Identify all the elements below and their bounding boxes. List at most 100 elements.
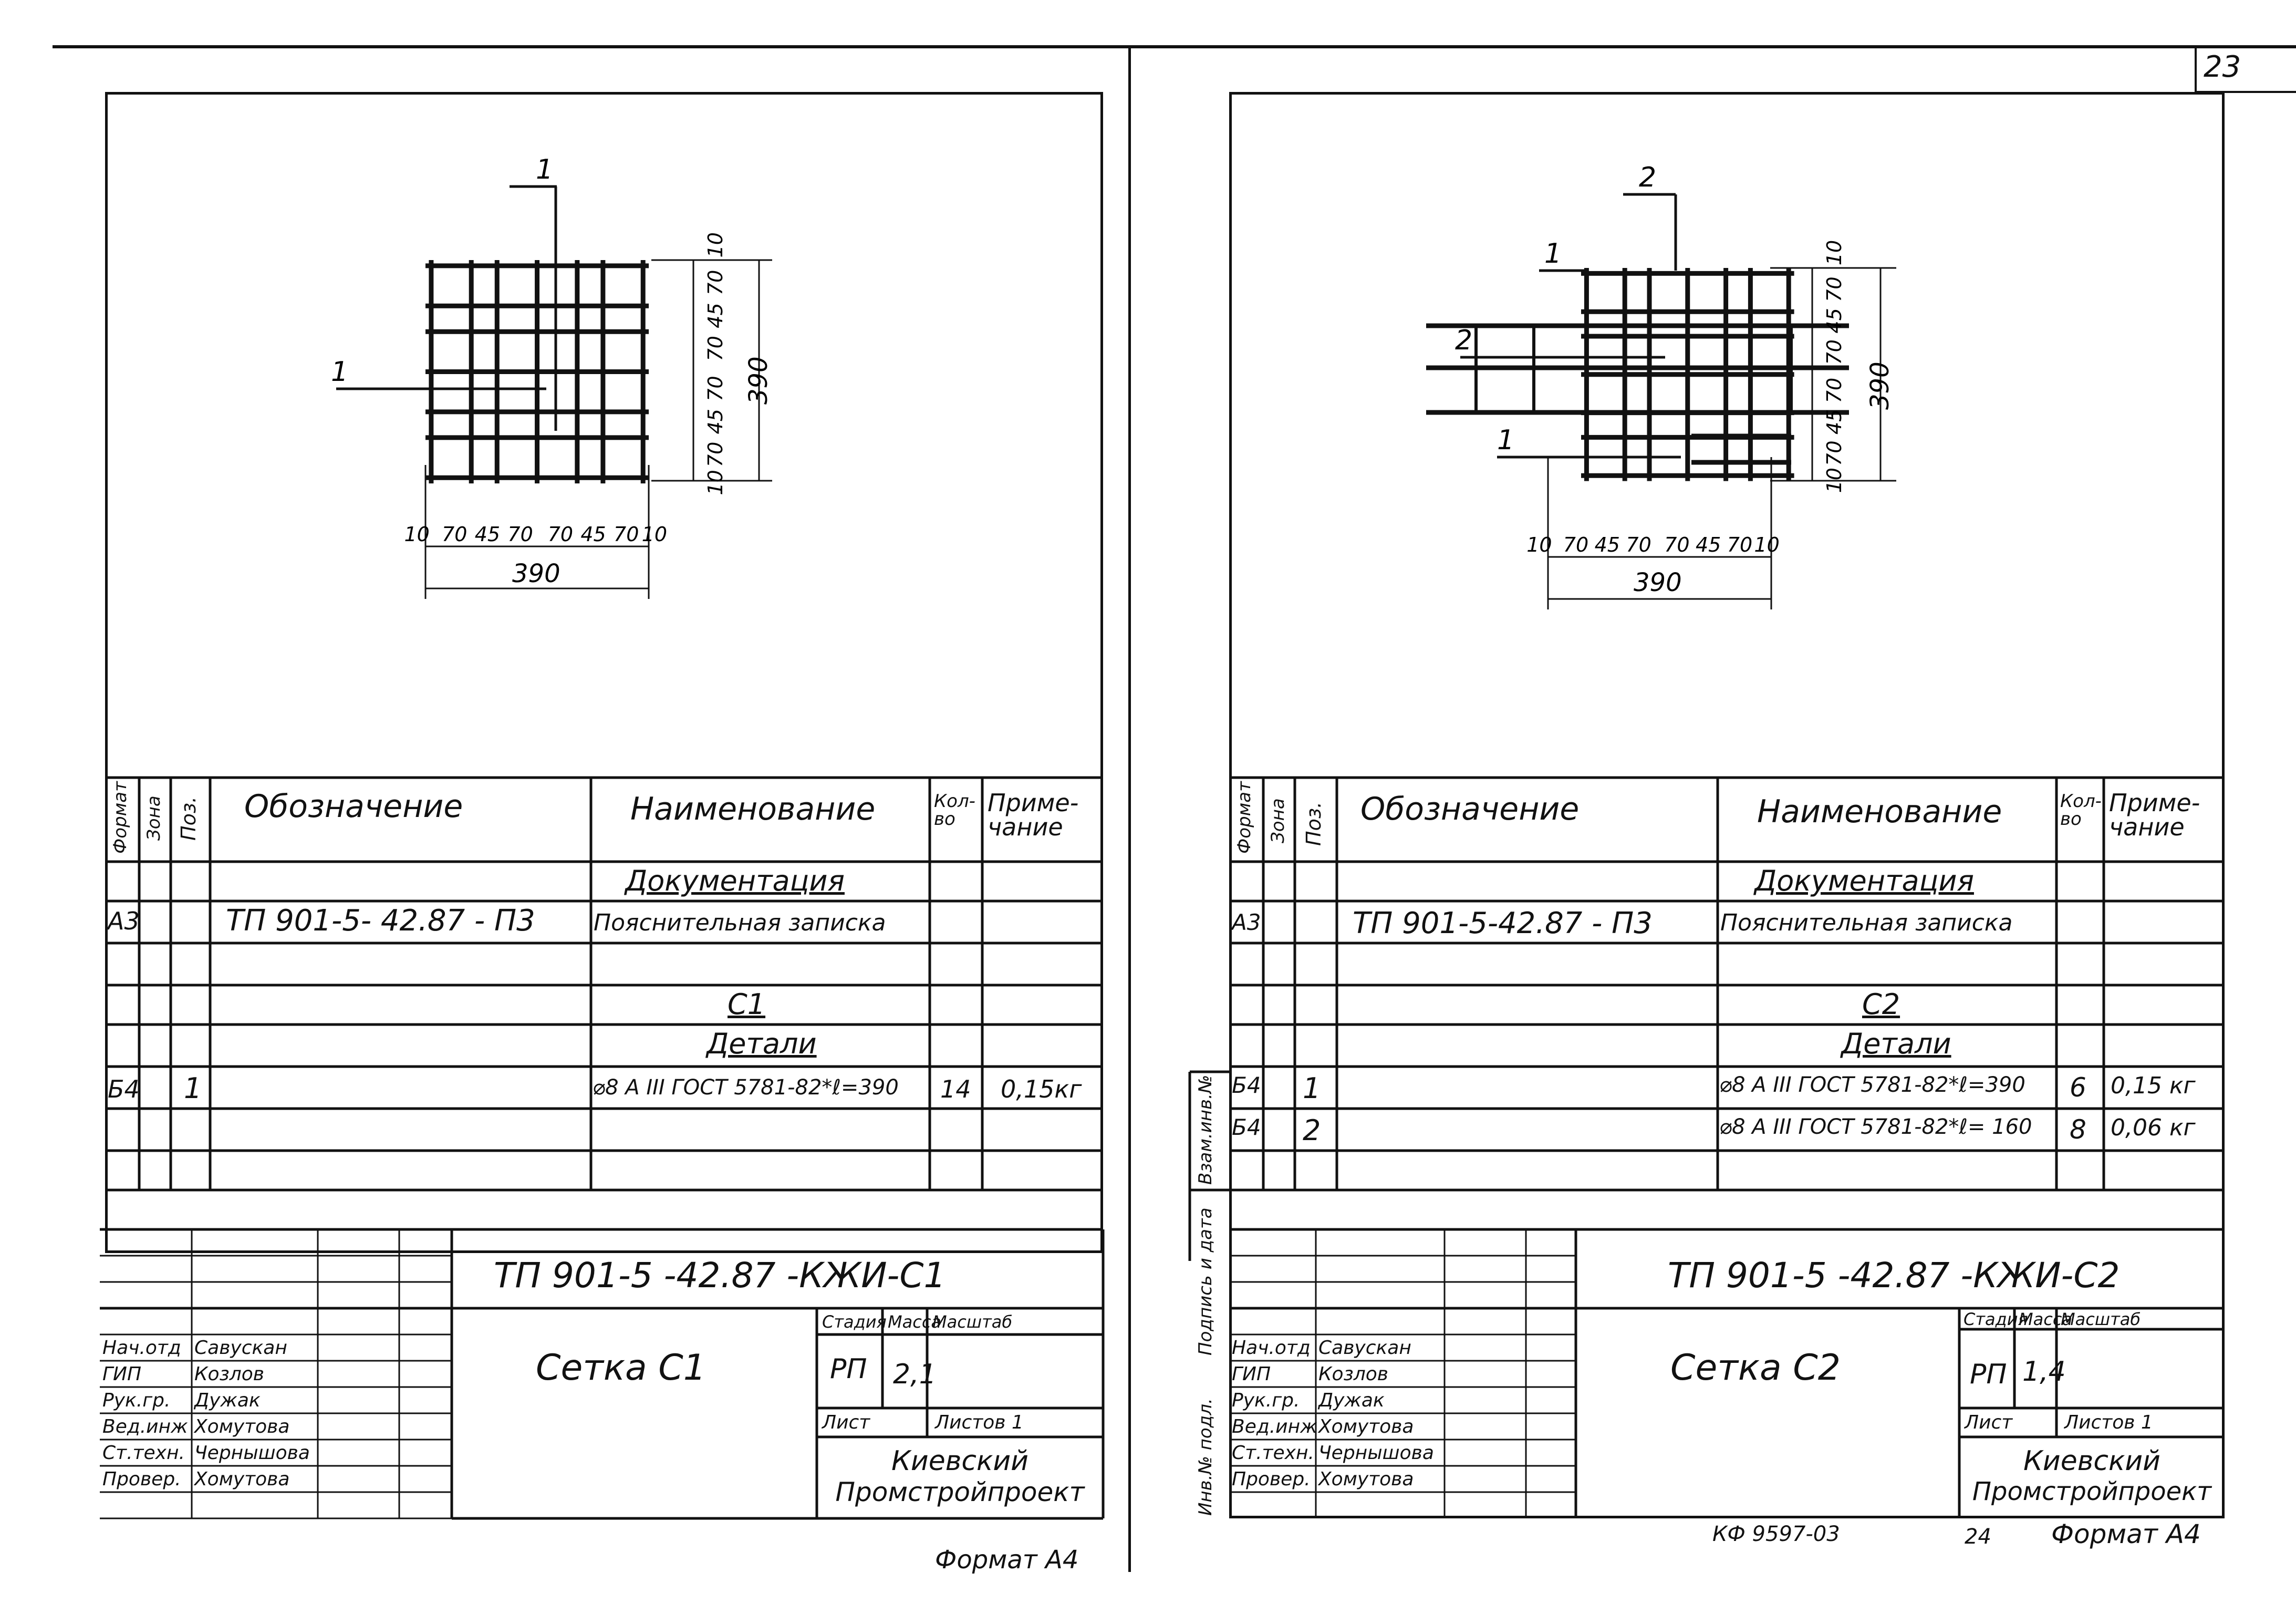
signer-role: Вед.инж (1232, 1416, 1317, 1437)
sheets-label: Листов 1 (2064, 1412, 2153, 1433)
header-note: Приме-чание (988, 789, 1079, 841)
dimension-label: 70 (1626, 533, 1651, 556)
assembly-mark: С1 (728, 988, 766, 1021)
row-pos: 2 (1303, 1114, 1321, 1147)
header-note: Приме-чание (2109, 789, 2200, 841)
dimension-label: 70 (704, 376, 727, 401)
mesh-grid (425, 260, 649, 484)
signer-role: ГИП (102, 1363, 142, 1385)
dimension-label: 10 (1823, 240, 1846, 265)
dimension-label: 10 (1526, 533, 1552, 556)
signer-role: Провер. (1232, 1468, 1311, 1490)
sheet-label: Лист (1965, 1412, 2013, 1433)
stage-label: Стадия (822, 1312, 887, 1332)
dimension-label: 70 (1664, 533, 1689, 556)
row-name: ⌀8 А III ГОСТ 5781-82*ℓ=390 (593, 1075, 899, 1100)
signer-name: Чернышова (1318, 1442, 1434, 1464)
dimension-label: 70 (1563, 533, 1588, 556)
dimension-label: 70 (442, 523, 467, 546)
signer-name: Чернышова (194, 1442, 310, 1464)
scale-label: Масштаб (932, 1312, 1013, 1332)
section-mark: 1 (331, 356, 348, 388)
row-pos: 1 (1303, 1072, 1321, 1105)
signer-role: Нач.отд (102, 1337, 181, 1359)
right-frame (1229, 92, 2225, 1518)
row-qty: 8 (2070, 1114, 2086, 1145)
row-qty: 14 (940, 1075, 971, 1103)
dimension-label: 45 (1823, 308, 1846, 333)
assembly-mark: С2 (1862, 988, 1900, 1021)
section-documentation: Документация (625, 864, 845, 897)
page-number: 23 (2204, 50, 2241, 84)
dimension-label: 10 (404, 523, 429, 546)
drawing-title: Сетка С2 (1670, 1347, 1841, 1389)
signer-role: Нач.отд (1232, 1337, 1311, 1359)
header-qty: Кол-во (934, 791, 975, 830)
signer-name: Хомутова (1318, 1468, 1414, 1490)
doc-designation: ТП 901-5- 42.87 - П3 (226, 904, 535, 938)
total-dimension-h: 390 (1634, 568, 1682, 597)
mesh-grid-small (1426, 323, 1849, 465)
dimension-label: 45 (580, 523, 606, 546)
total-dimension-h: 390 (512, 559, 560, 588)
dimension-label: 45 (1595, 533, 1620, 556)
dimension-label: 45 (704, 303, 727, 328)
signer-role: Ст.техн. (1232, 1442, 1314, 1464)
dimension-label: 45 (704, 409, 727, 434)
row-note: 0,15 кг (2111, 1072, 2196, 1099)
dimension-label: 70 (507, 523, 533, 546)
page-number-box (2195, 48, 2296, 93)
signer-name: Хомутова (1318, 1416, 1414, 1437)
dimension-label: 70 (704, 270, 727, 295)
row-format: Б4 (1232, 1114, 1261, 1140)
footer-code: КФ 9597-03 (1712, 1522, 1840, 1546)
signer-name: Хомутова (194, 1468, 290, 1490)
signer-name: Дужак (194, 1390, 261, 1411)
sheet-label: Лист (822, 1412, 870, 1433)
row-note: 0,15кг (1001, 1075, 1082, 1103)
sheet-divider (1128, 48, 1131, 1572)
header-qty: Кол-во (2060, 791, 2102, 830)
dimension-label: 70 (548, 523, 573, 546)
stage-value: РП (1970, 1359, 2007, 1390)
section-parts: Детали (707, 1027, 817, 1060)
row-name: ⌀8 А III ГОСТ 5781-82*ℓ=390 (1719, 1073, 2025, 1097)
format-note: Формат А4 (935, 1545, 1079, 1575)
org-name-line1: Киевский (891, 1445, 1028, 1477)
dimension-label: 10 (642, 523, 667, 546)
mass-label: Масса (888, 1312, 942, 1332)
left-frame (105, 92, 1103, 1253)
top-rule (53, 45, 2296, 48)
dimension-label: 70 (1823, 339, 1846, 365)
dimension-label: 45 (1696, 533, 1721, 556)
format-note: Формат А4 (2051, 1519, 2201, 1549)
mass-value: 1,4 (2022, 1356, 2066, 1388)
total-dimension-v: 390 (1865, 361, 1895, 410)
header-name: Наименование (1757, 793, 2002, 830)
header-designation: Обозначение (244, 788, 463, 825)
section-documentation: Документация (1754, 864, 1974, 897)
dimension-label: 10 (704, 470, 727, 495)
doc-name: Пояснительная записка (1720, 909, 2013, 936)
dimension-label: 10 (1754, 533, 1779, 556)
org-name-line2: Промстройпроект (1972, 1477, 2212, 1506)
dimension-label: 70 (704, 442, 727, 467)
dimension-label: 70 (1823, 378, 1846, 403)
signer-role: Рук.гр. (102, 1390, 171, 1411)
drawing-title: Сетка С1 (536, 1347, 707, 1389)
dimension-label: 10 (704, 232, 727, 257)
stage-value: РП (830, 1353, 867, 1385)
header-name: Наименование (630, 791, 876, 827)
row-name: ⌀8 А III ГОСТ 5781-82*ℓ= 160 (1719, 1115, 2032, 1139)
section-mark: 1 (1497, 425, 1514, 456)
section-mark: 2 (1639, 162, 1656, 193)
signer-name: Савускан (194, 1337, 287, 1359)
title-block-c1 (100, 1228, 1105, 1520)
dimension-label: 70 (1823, 276, 1846, 302)
row-format: Б4 (1232, 1072, 1261, 1098)
